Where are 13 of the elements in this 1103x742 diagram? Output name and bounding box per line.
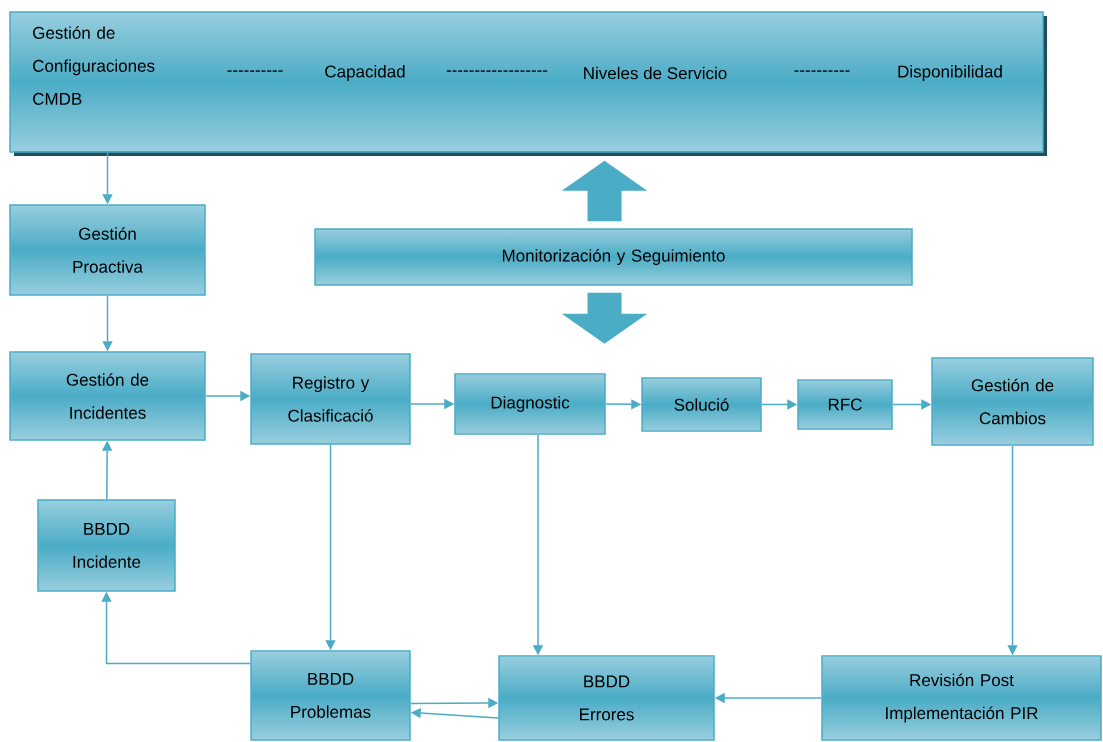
process-box: Solució <box>641 377 762 432</box>
process-box: BBDD Errores <box>498 655 715 741</box>
process-box: BBDD Incidente <box>37 499 176 592</box>
process-box: Registro y Clasificació <box>250 353 411 445</box>
process-box: Gestión de Incidentes <box>9 351 206 441</box>
process-box: Diagnostic <box>454 373 606 435</box>
process-box: Revisión Post Implementación PIR <box>821 655 1102 741</box>
banner-box: Gestión de Configuraciones CMDB ---------- Capacidad ------------------ Niveles de Servicio ---------- Disponibilidad <box>9 11 1047 156</box>
process-box: Gestión de Cambios <box>931 357 1094 446</box>
process-box: Gestión Proactiva <box>9 204 206 296</box>
banner-box: Monitorización y Seguimiento <box>314 228 913 286</box>
process-box: BBDD Problemas <box>250 650 411 741</box>
process-box: RFC <box>797 379 893 430</box>
